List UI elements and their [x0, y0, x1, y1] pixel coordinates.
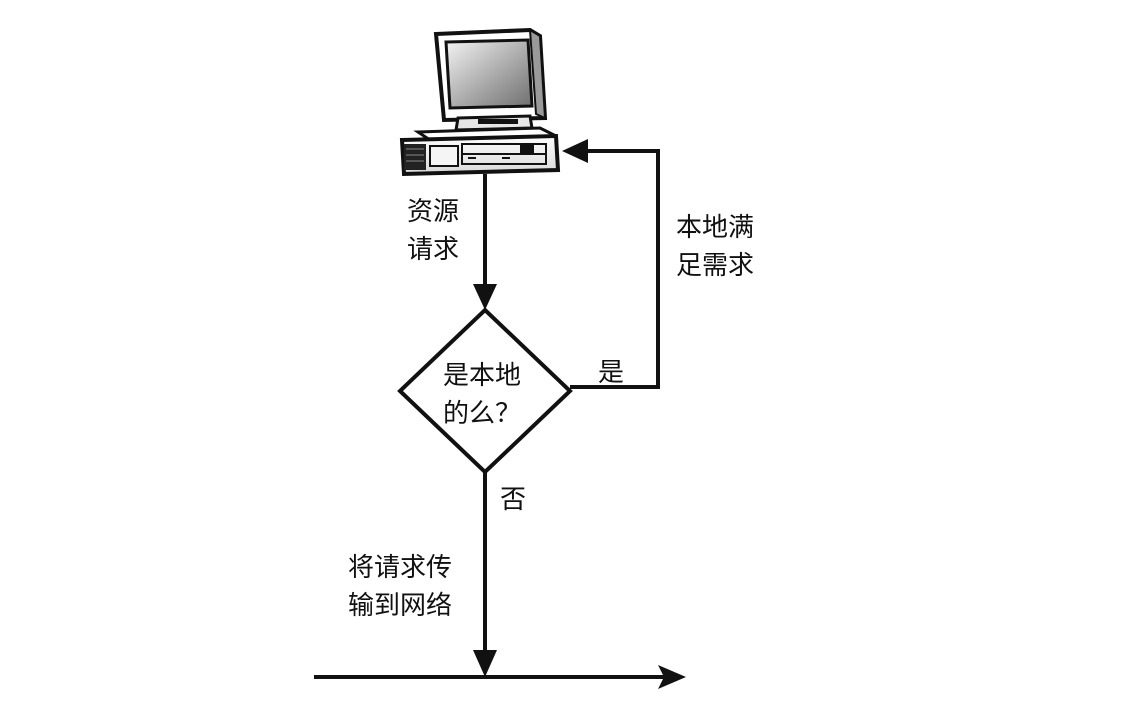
label-resource-request-line-1: 资源 [407, 197, 460, 227]
label-send-to-network-line-2: 输到网络 [348, 591, 453, 621]
label-no: 否 [500, 485, 527, 515]
label-local-satisfies-line-2: 足需求 [676, 251, 755, 281]
computer-icon [399, 27, 561, 177]
label-is-local-line-2: 的么？ [443, 399, 522, 429]
arrow-head-to-decision [473, 284, 497, 310]
arrow-head-to-network [473, 650, 497, 677]
label-resource-request-line-2: 请求 [407, 235, 460, 265]
arrow-head-to-computer [562, 139, 588, 163]
label-send-to-network-line-1: 将请求传 [348, 553, 453, 583]
label-yes: 是 [598, 358, 625, 388]
label-local-satisfies-line-1: 本地满 [676, 213, 755, 243]
label-is-local-line-1: 是本地 [443, 361, 522, 391]
network-arrow-head [658, 665, 686, 689]
flow-line-yes-loop [570, 149, 660, 389]
